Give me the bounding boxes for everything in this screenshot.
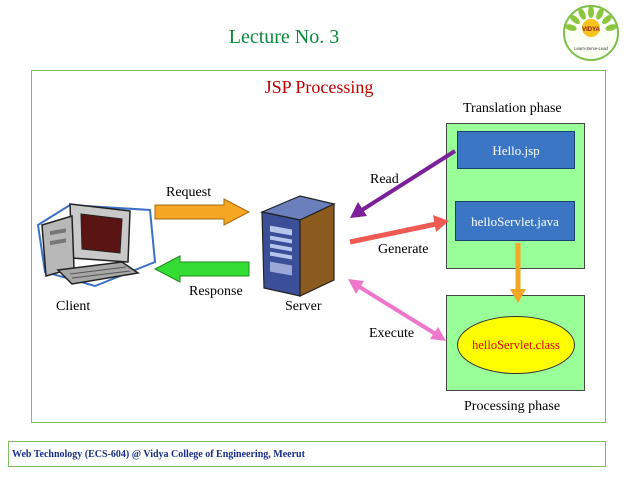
college-logo: VIDYA Learn-Serve-Lead [563, 5, 619, 61]
processing-phase-label: Processing phase [464, 399, 561, 414]
diagram-title: JSP Processing [264, 77, 374, 97]
execute-label: Execute [369, 326, 415, 341]
read-label: Read [370, 172, 399, 187]
hello-jsp-label: Hello.jsp [492, 143, 540, 158]
hello-servlet-java-box: helloServlet.java [455, 201, 575, 241]
request-arrow [154, 198, 251, 226]
response-arrow [153, 255, 250, 283]
execute-arrow-head-right [430, 327, 446, 341]
logo-tagline: Learn-Serve-Lead [574, 46, 608, 51]
logo-text: VIDYA [582, 27, 600, 33]
execute-arrow-head-left [348, 279, 364, 294]
hello-servlet-class-label: helloServlet.class [472, 337, 560, 352]
response-label: Response [189, 284, 243, 299]
hello-servlet-class-ellipse: helloServlet.class [457, 316, 575, 374]
hello-jsp-box: Hello.jsp [457, 131, 575, 169]
diagram-frame [31, 70, 606, 423]
client-computer-icon [36, 203, 157, 288]
server-label: Server [285, 299, 322, 314]
read-arrow [350, 202, 367, 218]
request-label: Request [166, 185, 212, 200]
lecture-title: Lecture No. 3 [228, 26, 340, 48]
translation-phase-label: Translation phase [463, 101, 562, 116]
server-tower-icon [259, 195, 336, 297]
footer-box [8, 441, 606, 467]
generate-arrow [433, 215, 449, 232]
footer-text: Web Technology (ECS-604) @ Vidya College… [12, 449, 305, 460]
hello-servlet-java-label: helloServlet.java [471, 214, 559, 229]
generate-label: Generate [378, 242, 429, 257]
compile-arrow [510, 289, 526, 303]
client-label: Client [56, 299, 91, 314]
